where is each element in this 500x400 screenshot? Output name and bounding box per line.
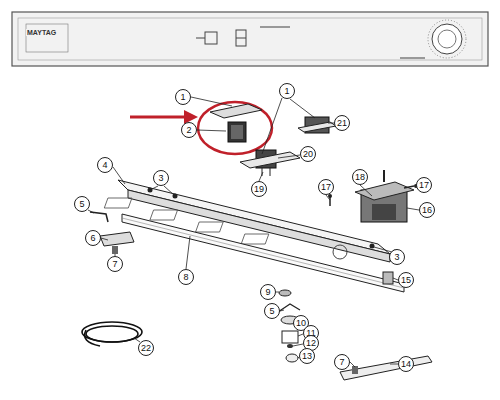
callout-number: 14 <box>398 356 414 372</box>
callout-number: 2 <box>181 122 197 138</box>
callout-number: 8 <box>178 269 194 285</box>
callout-number: 7 <box>334 354 350 370</box>
callout-number: 3 <box>389 249 405 265</box>
callout-number: 21 <box>334 115 350 131</box>
callout-number: 22 <box>138 340 154 356</box>
callout-number: 19 <box>251 181 267 197</box>
callout-number: 5 <box>264 303 280 319</box>
brand-logo: MAYTAG <box>26 29 57 36</box>
callout-number: 18 <box>352 169 368 185</box>
callout-number: 1 <box>175 89 191 105</box>
callout-number: 17 <box>416 177 432 193</box>
callout-number: 5 <box>74 196 90 212</box>
callout-number: 17 <box>318 179 334 195</box>
callout-number: 15 <box>398 272 414 288</box>
callout-number: 3 <box>153 170 169 186</box>
callout-number: 20 <box>300 146 316 162</box>
callout-number: 6 <box>85 230 101 246</box>
callout-number: 9 <box>260 284 276 300</box>
callout-number: 13 <box>299 348 315 364</box>
callout-number: 1 <box>279 83 295 99</box>
callout-number: 7 <box>107 256 123 272</box>
callout-number: 16 <box>419 202 435 218</box>
callout-number: 4 <box>97 157 113 173</box>
